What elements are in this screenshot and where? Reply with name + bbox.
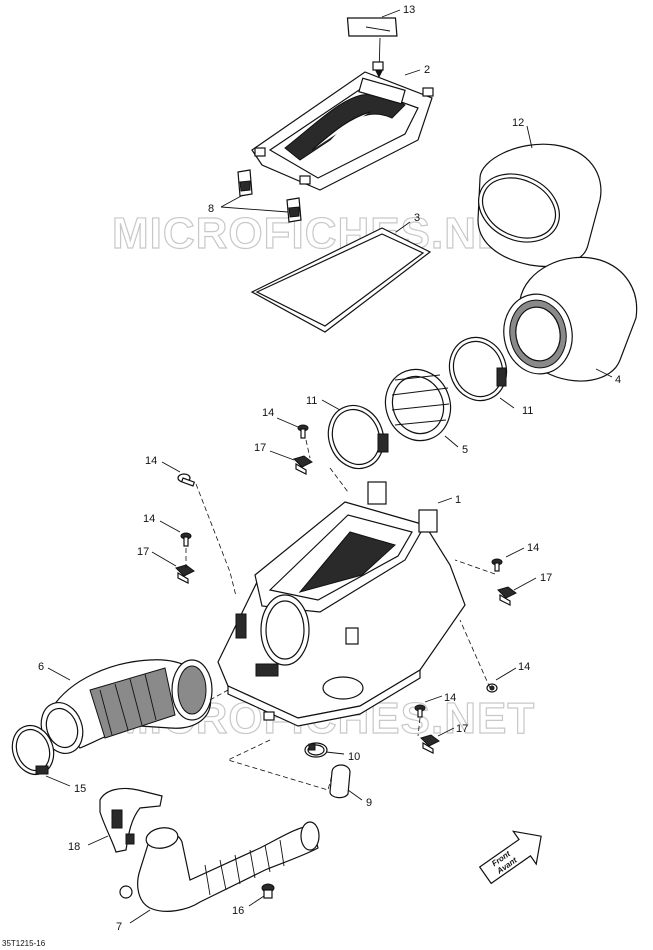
part-7-outlet-hose[interactable]	[119, 821, 320, 912]
front-direction-badge: Front Avant	[478, 830, 542, 885]
callout-3: 3	[414, 212, 420, 224]
nut-17-c[interactable]	[497, 586, 517, 606]
callout-8: 8	[208, 203, 214, 215]
part-3-gasket[interactable]	[250, 227, 432, 333]
part-2-cover[interactable]	[251, 61, 434, 191]
part-18-bracket[interactable]	[99, 787, 163, 853]
callout-12: 12	[512, 117, 524, 129]
nut-17-b[interactable]	[175, 564, 195, 584]
front-arrow-icon	[478, 830, 542, 885]
callout-14-f: 14	[444, 692, 456, 704]
part-4-air-filter[interactable]	[498, 256, 638, 382]
part-1-air-box[interactable]	[217, 481, 466, 727]
callout-11-right: 11	[522, 405, 533, 417]
callout-5: 5	[462, 444, 468, 456]
callout-1: 1	[455, 494, 461, 506]
part-9-drain-fitting[interactable]	[329, 764, 351, 799]
callout-labels: 13 2 8 3 12 4 11 5 11 14 17 14 14 17 1 1…	[38, 4, 621, 933]
arrow-down-icon	[375, 70, 383, 78]
callout-17-a: 17	[254, 442, 266, 454]
callout-14-c: 14	[143, 513, 155, 525]
callout-17-b: 17	[137, 546, 149, 558]
callout-18: 18	[68, 841, 80, 853]
callout-17-c: 17	[540, 572, 552, 584]
part-11-clamp-right[interactable]	[441, 329, 516, 408]
screw-14-f[interactable]	[414, 704, 426, 718]
part-16-fitting[interactable]	[261, 883, 275, 899]
callout-10: 10	[348, 751, 360, 763]
part-8-clips[interactable]	[237, 169, 302, 223]
callout-13: 13	[403, 4, 415, 16]
nut-17-a[interactable]	[293, 455, 313, 475]
callout-9: 9	[366, 797, 372, 809]
part-6-intake-tube[interactable]	[34, 659, 213, 759]
callout-7: 7	[116, 921, 122, 933]
part-5-coupler[interactable]	[376, 360, 461, 450]
callout-14-e: 14	[518, 661, 530, 673]
callout-14-d: 14	[527, 542, 539, 554]
watermark-top: MICROFICHES.NET	[112, 209, 535, 258]
leader-lines	[45, 9, 613, 924]
callout-2: 2	[424, 64, 430, 76]
callout-15: 15	[74, 783, 86, 795]
part-15-clamp[interactable]	[6, 720, 61, 781]
callout-14-b: 14	[145, 455, 157, 467]
screw-14-c[interactable]	[180, 532, 192, 547]
fastener-set	[175, 424, 517, 754]
callout-4: 4	[615, 374, 621, 386]
diagram-reference-code: 35T1215-16	[2, 939, 46, 948]
callout-17-d: 17	[456, 723, 468, 735]
callout-14-a: 14	[262, 407, 274, 419]
screw-14-a[interactable]	[297, 424, 309, 439]
screw-14-b[interactable]	[177, 473, 196, 487]
part-12-filter-sleeve[interactable]	[467, 143, 602, 268]
part-13-label[interactable]	[345, 17, 400, 78]
callout-16: 16	[232, 905, 244, 917]
assembly-lines	[185, 439, 496, 791]
part-10-small-clamp[interactable]	[304, 742, 328, 758]
screw-14-d[interactable]	[491, 558, 503, 572]
nut-17-d[interactable]	[420, 734, 440, 754]
part-11-clamp-left[interactable]	[320, 398, 393, 477]
callout-11-left: 11	[306, 395, 317, 407]
callout-6: 6	[38, 661, 44, 673]
